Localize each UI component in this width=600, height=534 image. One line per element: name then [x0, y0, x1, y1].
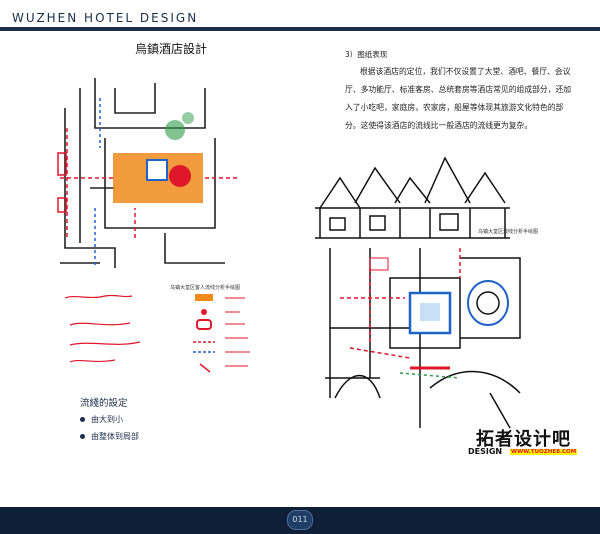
flow-item-label: 由整体到局部	[91, 432, 139, 441]
header-title: WUZHEN HOTEL DESIGN	[12, 11, 199, 25]
flow-item-label: 由大到小	[91, 415, 123, 424]
legend-sketch	[64, 294, 250, 373]
bullet-icon	[80, 434, 85, 439]
flow-item: 由整体到局部	[80, 431, 139, 442]
header-bar	[0, 0, 600, 42]
flow-title: 流綫的設定	[80, 398, 128, 409]
elevation-plan-sketch	[315, 156, 521, 429]
page-title: 烏鎮酒店設計	[135, 42, 208, 56]
section-heading: 3）图纸表现	[345, 50, 388, 59]
plan-caption: 乌镇大堂区流线分析手绘图	[478, 229, 539, 235]
logo-sub: DESIGN	[468, 447, 503, 456]
bullet-icon	[80, 417, 85, 422]
lobby-plan-sketch	[57, 78, 240, 268]
site-logo: 拓者设计吧 DESIGN WWW.TUOZHE8.COM	[466, 425, 578, 459]
legend-caption: 乌镇大堂区客人流线分析手绘图	[170, 285, 241, 291]
header-rule	[0, 27, 600, 31]
page-number: 011	[287, 510, 313, 530]
section-paragraph: 根据该酒店的定位，我们不仅设置了大堂、酒吧、餐厅、会议厅、多功能厅、标准客房、总…	[345, 67, 572, 130]
logo-url: WWW.TUOZHE8.COM	[510, 449, 578, 455]
flow-item: 由大到小	[80, 414, 123, 425]
logo-main: 拓者设计吧	[476, 429, 571, 450]
